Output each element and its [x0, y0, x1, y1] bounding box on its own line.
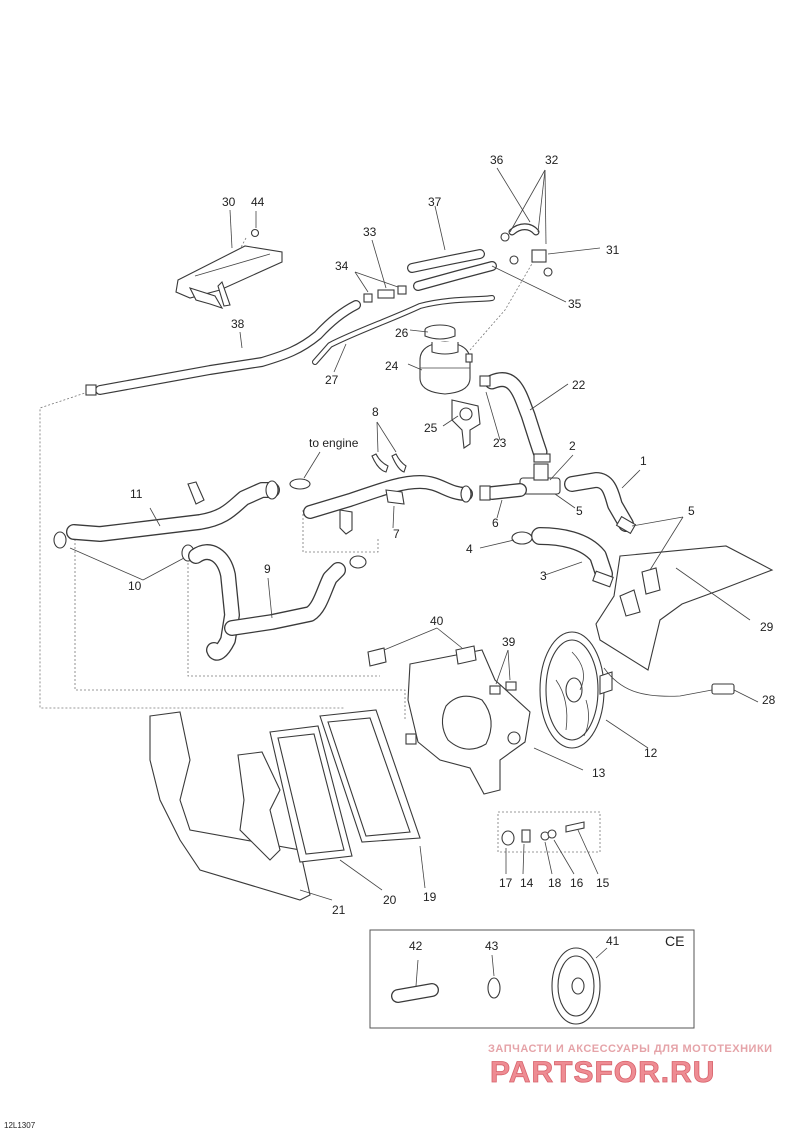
fittings-31-32-36 [496, 167, 601, 277]
callout-7: 7 [393, 527, 400, 541]
part-24-expansion-tank [419, 341, 473, 395]
callout-5-a: 5 [576, 504, 583, 518]
to-engine-clamp [289, 451, 321, 490]
part-2-t-fitting [519, 463, 561, 495]
callout-36: 36 [490, 153, 504, 167]
ce-kit-box [369, 929, 695, 1029]
part-44-screw [250, 211, 260, 238]
callout-17: 17 [499, 876, 513, 890]
callout-40: 40 [430, 614, 444, 628]
part-12-fan [539, 631, 613, 749]
callout-25: 25 [424, 421, 438, 435]
callout-9: 9 [264, 562, 271, 576]
callout-37: 37 [428, 195, 442, 209]
watermark: ЗАПЧАСТИ И АКСЕССУАРЫ ДЛЯ МОТОТЕХНИКИ PA… [488, 1043, 773, 1089]
part-13-fan-housing [407, 649, 531, 795]
callout-14: 14 [520, 876, 534, 890]
callout-8: 8 [372, 405, 379, 419]
hose-22 [479, 372, 548, 460]
callout-11: 11 [130, 487, 143, 501]
hose-6 [479, 483, 527, 501]
part-40-pads [367, 627, 477, 667]
part-20-screen [269, 725, 353, 863]
hose-11 [66, 480, 280, 542]
callout-21: 21 [332, 903, 346, 917]
callout-12: 12 [644, 746, 658, 760]
ce-label: CE [665, 933, 684, 949]
callout-27: 27 [325, 373, 339, 387]
drawing-reference: 12L1307 [4, 1121, 36, 1130]
callout-1: 1 [640, 454, 647, 468]
callout-24: 24 [385, 359, 399, 373]
callout-29: 29 [760, 620, 774, 634]
callout-4: 4 [466, 542, 473, 556]
to-engine-label: to engine [309, 436, 359, 450]
callout-23: 23 [493, 436, 507, 450]
callout-39: 39 [502, 635, 516, 649]
callout-2: 2 [569, 439, 576, 453]
part-23-clamp [533, 453, 551, 463]
callout-30: 30 [222, 195, 236, 209]
fittings-33-34 [354, 239, 407, 303]
callout-31: 31 [606, 243, 620, 257]
part-8-clamps [371, 421, 407, 473]
watermark-brand: PARTSFOR.RU [490, 1056, 715, 1089]
callout-44: 44 [251, 195, 265, 209]
callout-16: 16 [570, 876, 584, 890]
part-19-radiator [319, 709, 421, 843]
part-39-grommets [489, 649, 517, 695]
callout-38: 38 [231, 317, 245, 331]
part-25-bracket [451, 399, 481, 449]
callout-35: 35 [568, 297, 582, 311]
callout-13: 13 [592, 766, 606, 780]
hose-1 [564, 472, 637, 535]
callout-34: 34 [335, 259, 349, 273]
callout-33: 33 [363, 225, 377, 239]
hose-38 [85, 300, 361, 396]
part-30-bracket [175, 245, 283, 309]
hardware-14-18 [501, 821, 585, 846]
callout-19: 19 [423, 890, 437, 904]
callout-6: 6 [492, 516, 499, 530]
callout-5-b: 5 [688, 504, 695, 518]
callout-26: 26 [395, 326, 409, 340]
part-21-shroud [149, 711, 311, 901]
callout-18: 18 [548, 876, 562, 890]
callout-28: 28 [762, 693, 776, 707]
callout-labels: 1 2 3 4 5 5 6 7 8 9 10 11 12 13 14 15 16… [4, 153, 776, 1130]
part-28-wire [603, 667, 735, 697]
part-4-clamp [511, 531, 533, 545]
callout-32: 32 [545, 153, 559, 167]
hose-27 [312, 295, 495, 365]
hose-9 [188, 544, 367, 661]
pipe-7 [303, 475, 473, 535]
callout-leaders [69, 205, 759, 901]
hose-37 [407, 249, 485, 273]
part-29-panel [595, 545, 774, 671]
watermark-tagline: ЗАПЧАСТИ И АКСЕССУАРЫ ДЛЯ МОТОТЕХНИКИ [488, 1043, 773, 1055]
callout-10: 10 [128, 579, 142, 593]
callout-20: 20 [383, 893, 397, 907]
callout-22: 22 [572, 378, 586, 392]
callout-43: 43 [485, 939, 499, 953]
hose-3 [531, 527, 614, 588]
callout-3: 3 [540, 569, 547, 583]
hose-35 [413, 261, 497, 291]
part-26-cap [424, 324, 456, 340]
callout-15: 15 [596, 876, 610, 890]
callout-41: 41 [606, 934, 620, 948]
callout-42: 42 [409, 939, 423, 953]
